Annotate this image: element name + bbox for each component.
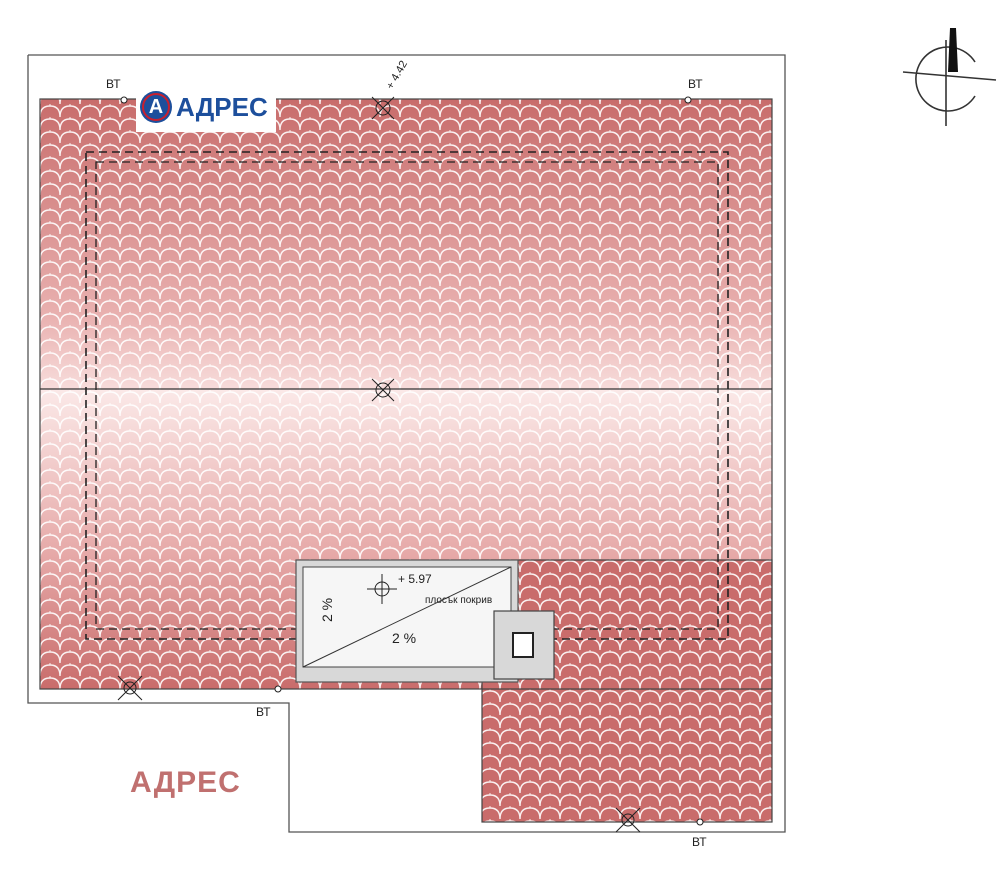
- ridge-level-label: + 4.42: [384, 59, 410, 92]
- drain-label-bottom-right: ВТ: [692, 835, 707, 849]
- brand-logo-icon: A: [140, 91, 172, 123]
- top-level-label: + 5.97: [398, 572, 432, 586]
- roof-surface-wing: [482, 560, 772, 822]
- drain-label-bottom-left: ВТ: [256, 705, 271, 719]
- flat-roof-label: плосък покрив: [425, 595, 492, 606]
- flat-roof-area: [295, 559, 519, 683]
- drain-label-top-right: ВТ: [688, 77, 703, 91]
- level-marker-left: [117, 675, 143, 701]
- downpipe-bottom-left: [274, 685, 282, 693]
- brand-logo-text: АДРЕС: [176, 91, 268, 122]
- eaves-edge: [39, 98, 773, 690]
- drain-label-top-left: ВТ: [106, 77, 121, 91]
- building-outline: [27, 54, 786, 833]
- downpipe-bottom-right: [696, 818, 704, 826]
- roof-surface-upper: [40, 99, 772, 389]
- brand-caption: АДРЕС: [130, 766, 241, 799]
- level-marker-flat: [367, 574, 397, 604]
- brand-logo: A АДРЕС: [136, 82, 276, 132]
- slope-label-vertical: 2 %: [319, 598, 335, 622]
- level-marker-wing: [615, 807, 641, 833]
- north-arrow-icon: [902, 28, 997, 126]
- chimney: [493, 610, 555, 680]
- level-marker-center: [371, 378, 395, 402]
- eaves-edge-wing: [481, 559, 773, 823]
- downpipe-top-left: [120, 96, 128, 104]
- wall-line-inner: [95, 161, 719, 630]
- downpipe-top-right: [684, 96, 692, 104]
- level-marker-ridge: [371, 96, 395, 120]
- slope-label-horizontal: 2 %: [392, 630, 416, 646]
